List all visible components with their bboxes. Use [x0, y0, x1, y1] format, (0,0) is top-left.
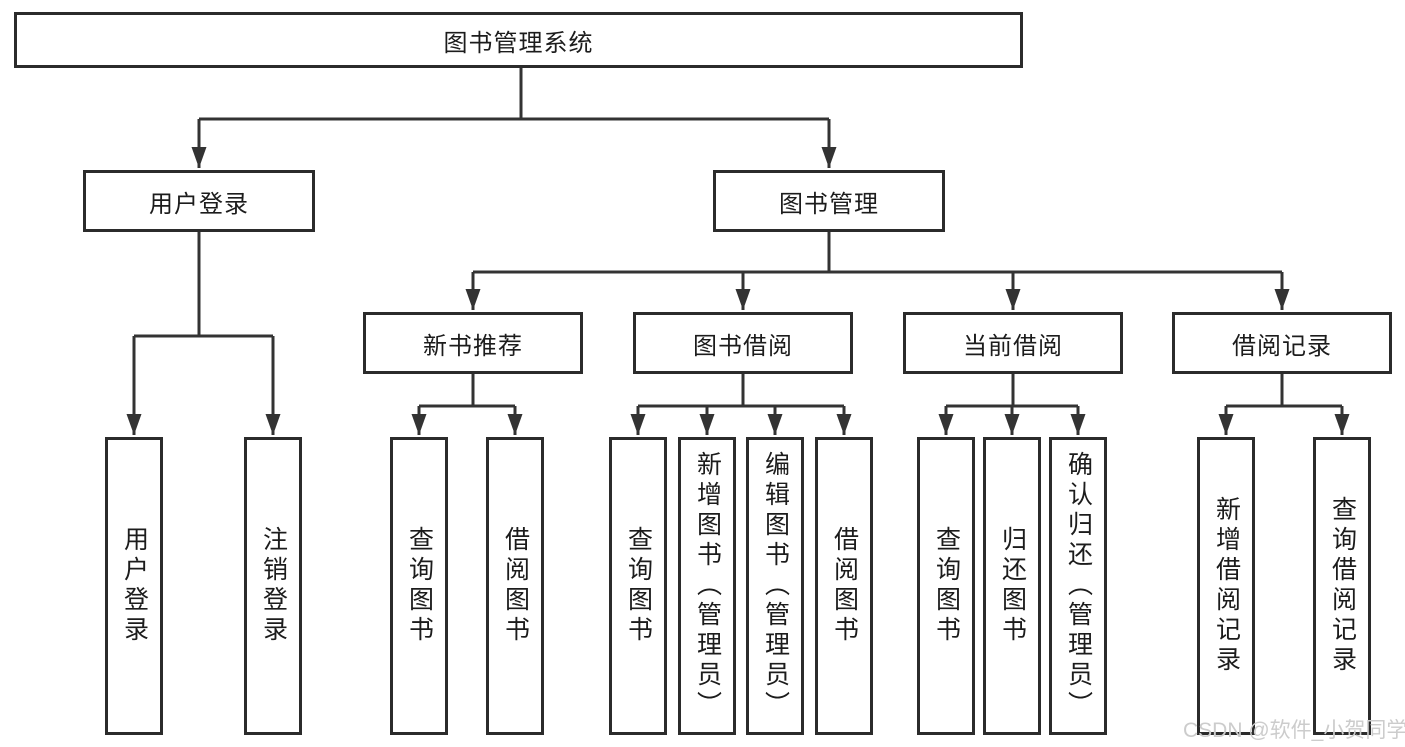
node-library-management-system: 图书管理系统	[14, 12, 1023, 68]
node-new-book-recommend: 新书推荐	[363, 312, 583, 374]
leaf-query-books-current: 查询图书	[917, 437, 975, 735]
node-book-management: 图书管理	[713, 170, 945, 232]
leaf-add-books-admin: 新增图书（管理员）	[678, 437, 736, 735]
node-borrowing-records: 借阅记录	[1172, 312, 1392, 374]
leaf-edit-books-admin: 编辑图书（管理员）	[746, 437, 804, 735]
leaf-borrow-books-recommend: 借阅图书	[486, 437, 544, 735]
leaf-add-borrow-record: 新增借阅记录	[1197, 437, 1255, 735]
leaf-query-books-recommend: 查询图书	[390, 437, 448, 735]
node-current-borrowing: 当前借阅	[903, 312, 1123, 374]
leaf-borrow-books: 借阅图书	[815, 437, 873, 735]
csdn-watermark: CSDN @软件_小贺同学	[1183, 719, 1405, 742]
leaf-return-books: 归还图书	[983, 437, 1041, 735]
leaf-logout: 注销登录	[244, 437, 302, 735]
leaf-query-books-borrow: 查询图书	[609, 437, 667, 735]
node-book-borrowing: 图书借阅	[633, 312, 853, 374]
leaf-confirm-return-admin: 确认归还（管理员）	[1049, 437, 1107, 735]
leaf-user-login: 用户登录	[105, 437, 163, 735]
leaf-query-borrow-record: 查询借阅记录	[1313, 437, 1371, 735]
node-user-login: 用户登录	[83, 170, 315, 232]
